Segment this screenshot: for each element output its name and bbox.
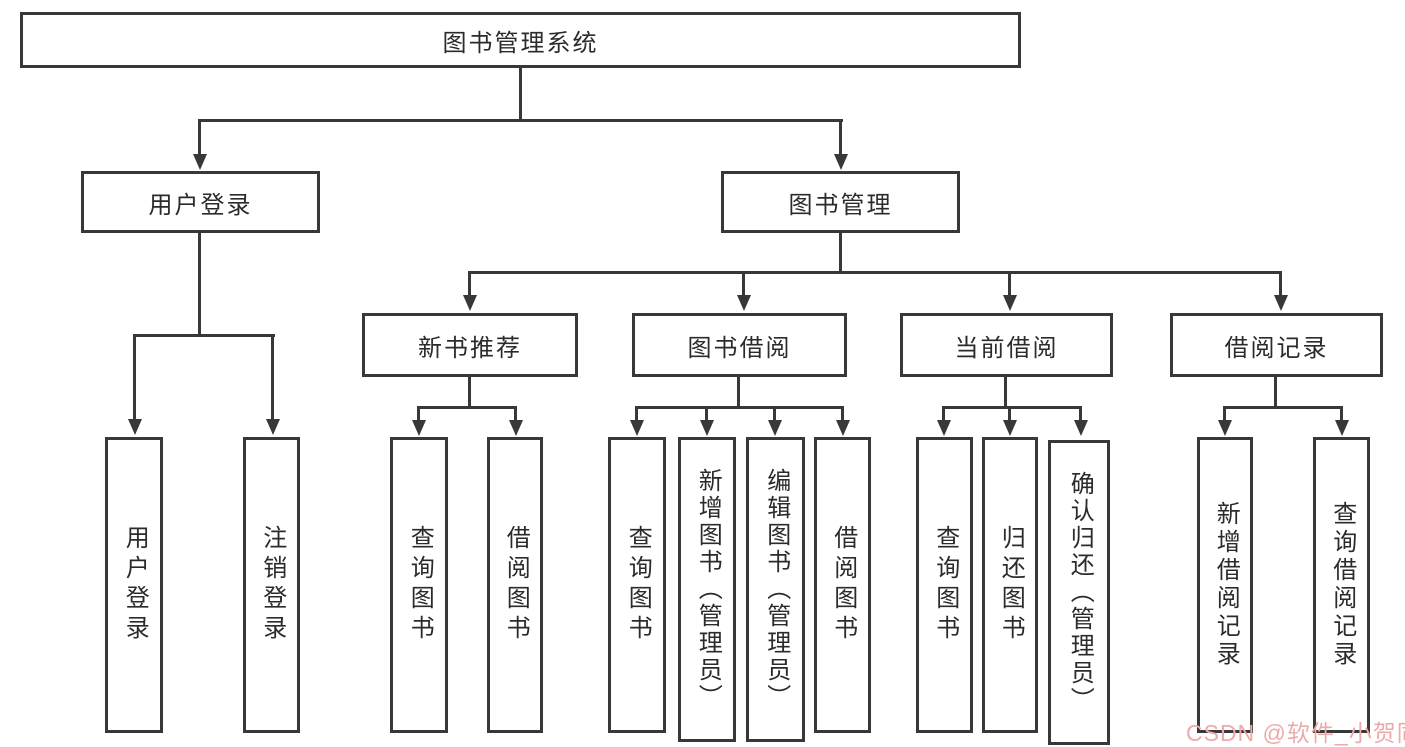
- node-label: 图书借阅: [687, 334, 792, 362]
- node-leaf-query-borrow-record: 查询借阅记录: [1313, 437, 1370, 733]
- connector-line: [737, 377, 740, 408]
- node-label: 借阅记录: [1224, 334, 1329, 362]
- arrow-down-icon: [1003, 420, 1017, 436]
- node-leaf-add-borrow-record: 新增借阅记录: [1197, 437, 1253, 733]
- connector-line: [468, 377, 471, 408]
- connector-line: [1223, 406, 1343, 409]
- connector-line: [417, 406, 517, 409]
- node-book-management: 图书管理: [721, 171, 960, 233]
- node-leaf-query-books-current: 查询图书: [916, 437, 973, 733]
- node-label: 当前借阅: [954, 334, 1059, 362]
- arrow-down-icon: [630, 420, 644, 436]
- node-label: 图书管理: [788, 191, 893, 219]
- connector-line: [519, 68, 522, 120]
- node-borrow-records: 借阅记录: [1170, 313, 1383, 377]
- connector-line: [468, 271, 471, 296]
- arrow-down-icon: [834, 154, 848, 170]
- connector-line: [514, 406, 517, 422]
- connector-line: [198, 119, 201, 155]
- arrow-down-icon: [1218, 420, 1232, 436]
- connector-line: [1008, 271, 1011, 296]
- connector-line: [1004, 377, 1007, 408]
- connector-line: [705, 406, 708, 422]
- arrow-down-icon: [509, 420, 523, 436]
- node-leaf-return-book: 归还图书: [982, 437, 1038, 733]
- arrow-down-icon: [836, 420, 850, 436]
- node-leaf-confirm-return-admin: 确认归还（管理员）: [1048, 440, 1110, 745]
- arrow-down-icon: [266, 419, 280, 435]
- node-root-library-system: 图书管理系统: [20, 12, 1021, 68]
- node-label: 查询图书: [406, 525, 434, 645]
- connector-line: [742, 271, 745, 296]
- arrow-down-icon: [737, 295, 751, 311]
- node-label: 注销登录: [258, 525, 286, 645]
- arrow-down-icon: [768, 420, 782, 436]
- connector-line: [271, 334, 274, 420]
- connector-line: [1340, 406, 1343, 422]
- node-label: 借阅图书: [502, 525, 530, 645]
- arrow-down-icon: [1003, 295, 1017, 311]
- connector-line: [1223, 406, 1226, 422]
- arrow-down-icon: [1335, 420, 1349, 436]
- node-leaf-logout: 注销登录: [243, 437, 300, 733]
- connector-line: [1008, 406, 1011, 422]
- arrow-down-icon: [412, 420, 426, 436]
- node-label: 编辑图书（管理员）: [762, 468, 790, 711]
- connector-line: [773, 406, 776, 422]
- node-current-borrow: 当前借阅: [900, 313, 1113, 377]
- node-leaf-user-login: 用户登录: [105, 437, 163, 733]
- connector-line: [635, 406, 844, 409]
- arrow-down-icon: [937, 420, 951, 436]
- node-label: 新增借阅记录: [1212, 501, 1240, 669]
- node-label: 确认归还（管理员）: [1066, 471, 1094, 714]
- node-leaf-query-books-recommend: 查询图书: [390, 437, 448, 733]
- connector-line: [839, 119, 842, 155]
- arrow-down-icon: [1274, 295, 1288, 311]
- connector-line: [1279, 271, 1282, 296]
- connector-line: [199, 119, 843, 122]
- connector-line: [1079, 406, 1082, 422]
- connector-line: [841, 406, 844, 422]
- node-label: 查询图书: [624, 525, 652, 645]
- node-label: 查询借阅记录: [1328, 501, 1356, 669]
- node-label: 查询图书: [931, 525, 959, 645]
- connector-line: [133, 334, 275, 337]
- connector-line: [417, 406, 420, 422]
- connector-line: [839, 233, 842, 273]
- connector-line: [198, 233, 201, 336]
- connector-line: [635, 406, 638, 422]
- connector-line: [133, 334, 136, 420]
- node-label: 新书推荐: [418, 334, 522, 362]
- arrow-down-icon: [193, 154, 207, 170]
- node-leaf-add-book-admin: 新增图书（管理员）: [678, 437, 736, 742]
- node-label: 新增图书（管理员）: [694, 468, 722, 711]
- node-user-login: 用户登录: [81, 171, 320, 233]
- node-new-book-recommend: 新书推荐: [362, 313, 578, 377]
- connector-line: [468, 271, 1282, 274]
- node-leaf-edit-book-admin: 编辑图书（管理员）: [746, 437, 805, 742]
- node-label: 归还图书: [997, 525, 1025, 645]
- node-leaf-borrow-books-recommend: 借阅图书: [487, 437, 543, 733]
- node-label: 借阅图书: [829, 525, 857, 645]
- node-leaf-query-books-borrow: 查询图书: [608, 437, 666, 733]
- arrow-down-icon: [128, 419, 142, 435]
- csdn-watermark: CSDN @软件_小贺同学: [1186, 720, 1405, 746]
- connector-line: [942, 406, 1082, 409]
- arrow-down-icon: [1074, 420, 1088, 436]
- arrow-down-icon: [463, 295, 477, 311]
- node-label: 图书管理系统: [442, 29, 599, 57]
- node-label: 用户登录: [148, 191, 253, 219]
- connector-line: [1274, 377, 1277, 408]
- connector-line: [942, 406, 945, 422]
- node-book-borrow: 图书借阅: [632, 313, 847, 377]
- node-label: 用户登录: [121, 525, 149, 645]
- arrow-down-icon: [700, 420, 714, 436]
- node-leaf-borrow-book: 借阅图书: [814, 437, 871, 733]
